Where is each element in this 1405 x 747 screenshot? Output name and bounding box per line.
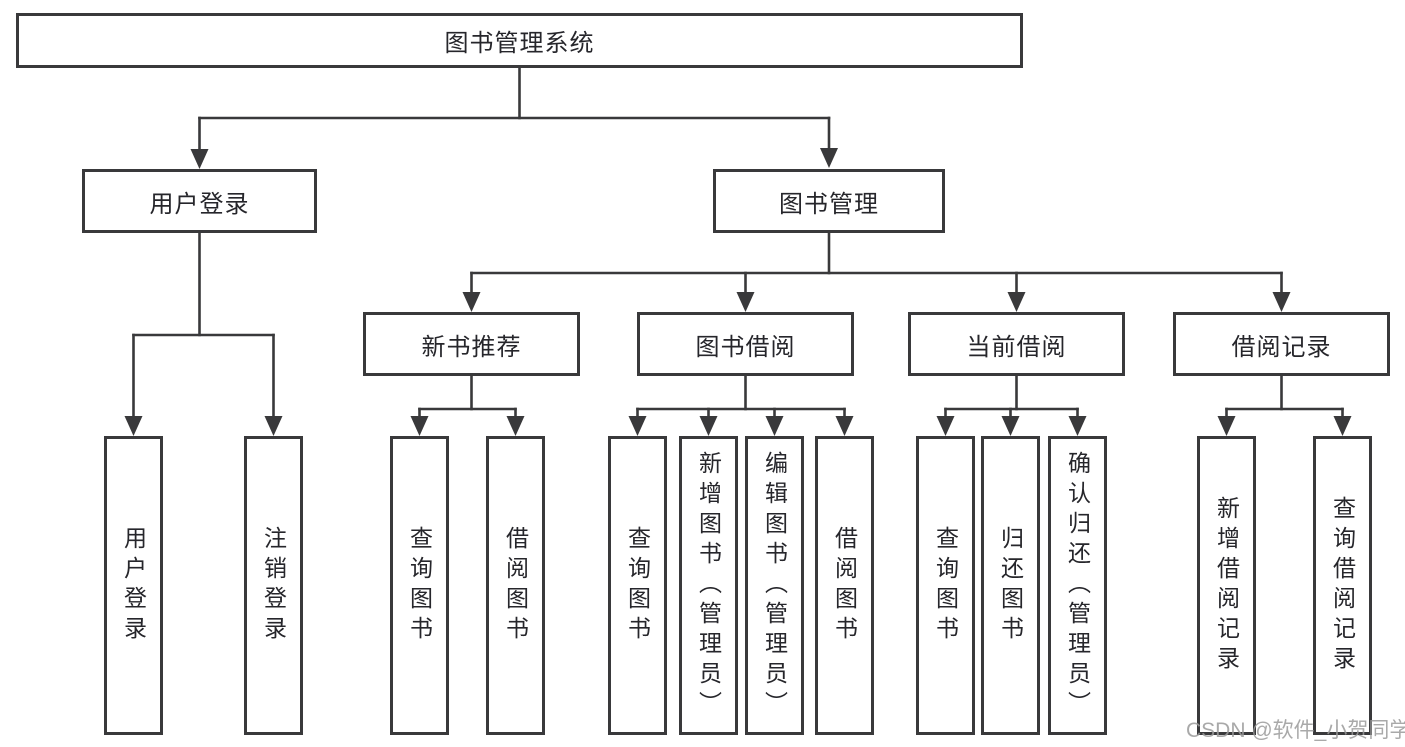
node-label: 当前借阅 [966,333,1067,361]
node-label: 查询图书 [932,525,959,646]
node-current-borrow: 当前借阅 [908,312,1125,376]
node-book-borrow: 图书借阅 [637,312,854,376]
node-label: 借阅图书 [502,525,529,646]
node-label: 图书管理系统 [444,30,595,57]
node-label: 编辑图书（管理员） [761,450,788,721]
leaf-query-books-recommend: 查询图书 [390,436,449,735]
node-label: 新增图书（管理员） [695,450,722,721]
watermark: CSDN @软件_小贺同学 [1186,719,1405,742]
node-label: 确认归还（管理员） [1064,450,1091,721]
node-new-book-recommend: 新书推荐 [363,312,580,376]
leaf-logout: 注销登录 [244,436,303,735]
node-label: 注销登录 [260,525,287,646]
node-label: 新书推荐 [421,333,522,361]
node-label: 新增借阅记录 [1213,495,1240,676]
node-borrow-records: 借阅记录 [1173,312,1390,376]
leaf-add-book-admin: 新增图书（管理员） [679,436,738,735]
node-label: 图书借阅 [695,333,796,361]
node-label: 查询借阅记录 [1329,495,1356,676]
leaf-query-borrow-record: 查询借阅记录 [1313,436,1372,735]
node-label: 查询图书 [624,525,651,646]
node-label: 借阅记录 [1231,333,1332,361]
node-label: 用户登录 [120,525,147,646]
leaf-borrow-books-recommend: 借阅图书 [486,436,545,735]
leaf-add-borrow-record: 新增借阅记录 [1197,436,1256,735]
node-label: 查询图书 [406,525,433,646]
leaf-return-book: 归还图书 [981,436,1040,735]
leaf-edit-book-admin: 编辑图书（管理员） [745,436,804,735]
node-user-login: 用户登录 [82,169,317,233]
node-label: 归还图书 [997,525,1024,646]
node-label: 用户登录 [149,190,250,218]
node-book-management: 图书管理 [713,169,945,233]
node-label: 图书管理 [779,190,879,218]
node-library-management-system: 图书管理系统 [16,13,1023,68]
leaf-query-books-current: 查询图书 [916,436,975,735]
node-label: 借阅图书 [831,525,858,646]
leaf-borrow-books: 借阅图书 [815,436,874,735]
leaf-confirm-return-admin: 确认归还（管理员） [1048,436,1107,735]
leaf-user-login: 用户登录 [104,436,163,735]
leaf-query-books-borrow: 查询图书 [608,436,667,735]
